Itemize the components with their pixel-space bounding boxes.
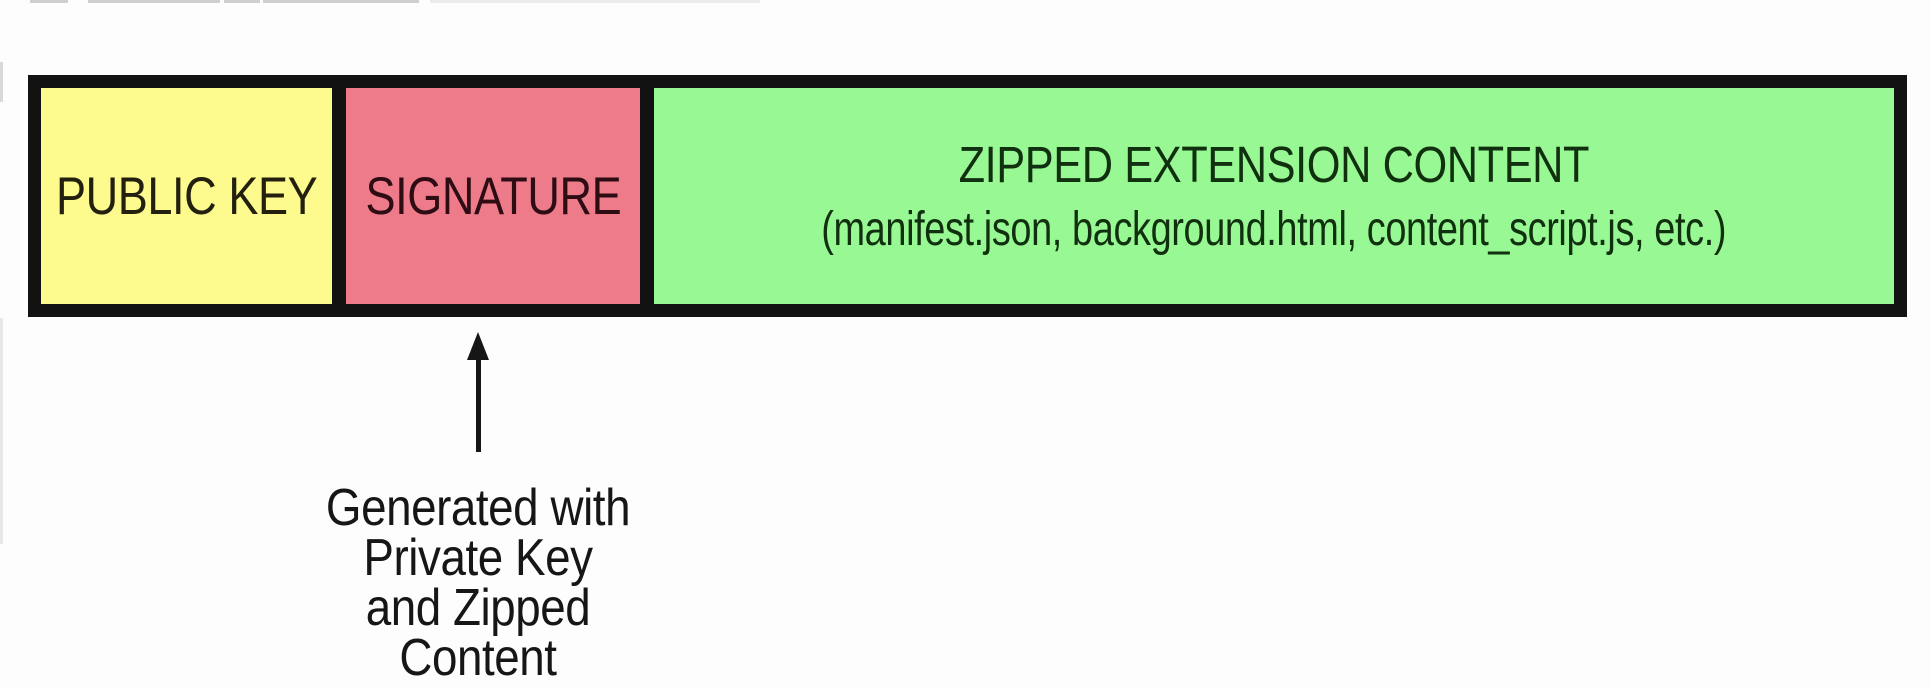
screen-edge-artifact <box>0 62 3 102</box>
caption-line: Generated with <box>325 479 631 537</box>
zipped-content-label: ZIPPED EXTENSION CONTENT <box>958 135 1590 193</box>
signature-segment: SIGNATURE <box>346 88 640 304</box>
cropped-text-remnant <box>224 0 260 3</box>
caption-line: Content <box>399 629 557 687</box>
up-arrow-shaft <box>476 358 481 452</box>
public-key-label: PUBLIC KEY <box>55 166 318 226</box>
cropped-text-remnant <box>263 0 419 3</box>
cropped-text-remnant <box>30 0 68 3</box>
up-arrow-head <box>467 332 489 360</box>
caption-line: and Zipped <box>365 579 591 637</box>
signature-label: SIGNATURE <box>365 166 621 226</box>
zipped-extension-content-segment: ZIPPED EXTENSION CONTENT (manifest.json,… <box>654 88 1894 304</box>
public-key-segment: PUBLIC KEY <box>41 88 332 304</box>
crx-package-bar: PUBLIC KEY SIGNATURE ZIPPED EXTENSION CO… <box>28 75 1907 317</box>
signature-annotation-caption: Generated with Private Key and Zipped Co… <box>278 479 678 687</box>
cropped-text-remnant <box>430 0 760 3</box>
screen-edge-artifact <box>0 318 3 544</box>
cropped-text-remnant <box>88 0 220 3</box>
caption-line: Private Key <box>363 529 593 587</box>
zipped-content-sublabel: (manifest.json, background.html, content… <box>821 202 1727 256</box>
